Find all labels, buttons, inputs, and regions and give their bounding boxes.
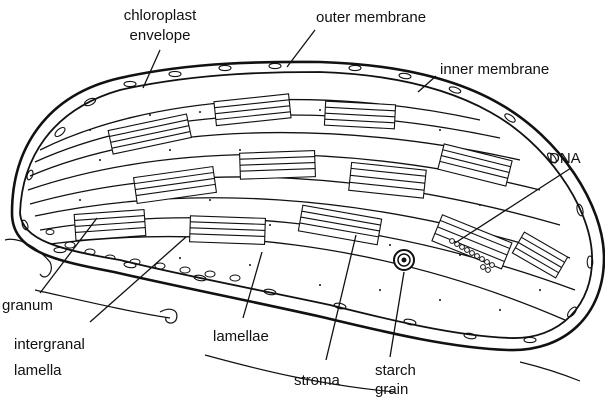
label-intergranal-1: intergranal xyxy=(14,336,85,353)
label-starch-2: grain xyxy=(375,381,408,398)
label-starch-1: starch xyxy=(375,362,416,379)
granum-stack xyxy=(324,101,395,129)
starch-grain xyxy=(394,250,414,270)
label-granum: granum xyxy=(2,297,53,314)
label-dna: DNA xyxy=(549,150,581,167)
label-chloroplast-envelope-1: chloroplast xyxy=(124,7,197,24)
label-lamellae: lamellae xyxy=(213,328,269,345)
label-intergranal-2: lamella xyxy=(14,362,62,379)
label-chloroplast-envelope-2: envelope xyxy=(130,27,191,44)
granum-stack xyxy=(190,216,266,245)
label-outer-membrane: outer membrane xyxy=(316,9,426,26)
label-inner-membrane: inner membrane xyxy=(440,61,549,78)
label-stroma: stroma xyxy=(294,372,341,389)
granum-stack xyxy=(240,151,316,180)
granum-stack xyxy=(74,210,146,241)
